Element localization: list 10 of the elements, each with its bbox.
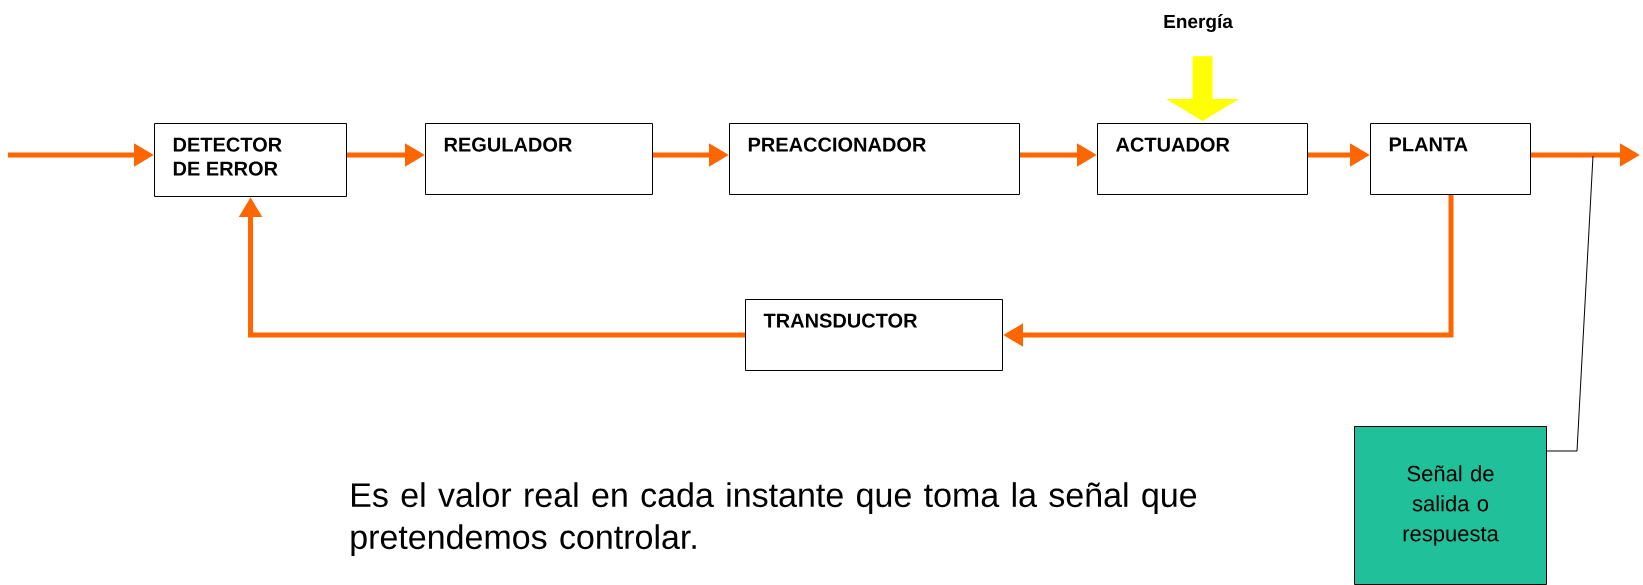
- description-text: Es el valor real en cada instante que toma la señal que pretendemos controlar.: [351, 482, 1197, 556]
- process-box: PLANTA: [1370, 123, 1531, 195]
- process-box: TRANSDUCTOR: [745, 299, 1003, 371]
- process-box: PREACCIONADOR: [729, 123, 1020, 195]
- callout-box: Señal de salida o respuesta: [1354, 426, 1547, 585]
- process-box: REGULADOR: [425, 123, 653, 195]
- process-box: ACTUADOR: [1097, 123, 1308, 195]
- process-box: DETECTOR DE ERROR: [154, 123, 347, 197]
- leader-line: [1546, 155, 1594, 452]
- energy-label: Energía: [1164, 14, 1233, 32]
